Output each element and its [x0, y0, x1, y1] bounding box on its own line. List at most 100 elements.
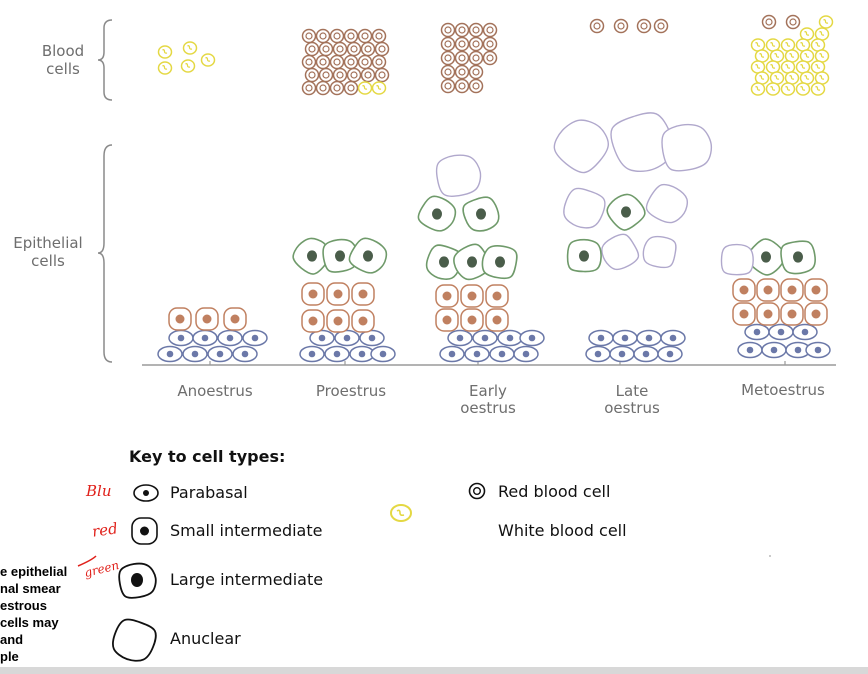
metoestrus-parabasal-cell-nucleus: [794, 346, 802, 354]
early-oestrus-red-blood-cell-inner: [444, 26, 452, 34]
late-oestrus-parabasal-cell-nucleus: [642, 350, 650, 358]
early-oestrus-small-intermediate-cell-nucleus: [492, 291, 502, 301]
proestrus-red-blood-cell-inner: [319, 84, 327, 92]
early-oestrus-red-blood-cell: [440, 78, 456, 94]
proestrus-red-blood-cell: [346, 67, 362, 83]
metoestrus-small-intermediate-cell-nucleus: [811, 309, 821, 319]
early-oestrus-parabasal-cell-nucleus: [481, 334, 489, 342]
handwriting-parabasal: Blu: [86, 482, 112, 500]
proestrus-red-blood-cell-inner: [350, 45, 358, 53]
proestrus-red-blood-cell-inner: [319, 58, 327, 66]
anoestrus-white-blood-cell-lobes: [205, 57, 211, 62]
early-oestrus-red-blood-cell-inner: [486, 40, 494, 48]
metoestrus-white-blood-cell-lobes: [785, 42, 791, 47]
early-oestrus-red-blood-cell: [482, 22, 498, 38]
anoestrus-parabasal-cell-nucleus: [241, 350, 249, 358]
early-oestrus-red-blood-cell-inner: [458, 54, 466, 62]
anoestrus-parabasal-cell-nucleus: [251, 334, 259, 342]
proestrus-red-blood-cell-inner: [305, 32, 313, 40]
metoestrus-white-blood-cell-lobes: [785, 64, 791, 69]
anoestrus-parabasal-cell-nucleus: [226, 334, 234, 342]
anoestrus-parabasal-cell-nucleus: [201, 334, 209, 342]
metoestrus-white-blood-cell-lobes: [770, 64, 776, 69]
metoestrus-small-intermediate-cell-nucleus: [763, 309, 773, 319]
early-oestrus-parabasal-cell-nucleus: [522, 350, 530, 358]
metoestrus-parabasal-cell-nucleus: [801, 328, 809, 336]
proestrus-parabasal-cell-nucleus: [343, 334, 351, 342]
early-oestrus-red-blood-cell-inner: [458, 82, 466, 90]
proestrus-red-blood-cell: [360, 67, 376, 83]
metoestrus-white-blood-cell-lobes: [819, 53, 825, 58]
proestrus-large-intermediate-cell-nucleus: [335, 250, 345, 262]
metoestrus-white-blood-cell-lobes: [815, 42, 821, 47]
late-oestrus-red-blood-cell-inner: [640, 22, 648, 30]
late-oestrus-parabasal-cell-nucleus: [594, 350, 602, 358]
proestrus-large-intermediate-cell-nucleus: [363, 250, 373, 262]
side-text-line-5: and: [0, 632, 24, 647]
metoestrus-white-blood-cell-lobes: [819, 31, 825, 36]
proestrus-red-blood-cell-inner: [336, 71, 344, 79]
metoestrus-parabasal-cell-nucleus: [770, 346, 778, 354]
early-oestrus-red-blood-cell: [454, 22, 470, 38]
proestrus-large-intermediate-cell-nucleus: [307, 250, 317, 262]
anoestrus-parabasal-cell-nucleus: [166, 350, 174, 358]
metoestrus-red-blood-cell-inner: [765, 18, 773, 26]
metoestrus-parabasal-cell-nucleus: [746, 346, 754, 354]
early-oestrus-large-intermediate-cell-nucleus: [476, 208, 486, 220]
proestrus-red-blood-cell: [357, 54, 373, 70]
metoestrus-white-blood-cell-lobes: [785, 86, 791, 91]
side-text-line-3: estrous: [0, 598, 47, 613]
anoestrus-parabasal-cell-nucleus: [216, 350, 224, 358]
proestrus-red-blood-cell: [315, 54, 331, 70]
proestrus-parabasal-cell-nucleus: [318, 334, 326, 342]
early-oestrus-small-intermediate-cell-nucleus: [467, 315, 477, 325]
metoestrus-white-blood-cell-lobes: [759, 53, 765, 58]
metoestrus-white-blood-cell-lobes: [815, 86, 821, 91]
metoestrus-white-blood-cell-lobes: [774, 53, 780, 58]
metoestrus-white-blood-cell-lobes: [804, 31, 810, 36]
proestrus-small-intermediate-cell-nucleus: [333, 316, 343, 326]
anoestrus-parabasal-cell-nucleus: [191, 350, 199, 358]
early-oestrus-red-blood-cell-inner: [458, 26, 466, 34]
early-oestrus-parabasal-cell-nucleus: [456, 334, 464, 342]
proestrus-red-blood-cell-inner: [336, 45, 344, 53]
proestrus-parabasal-cell-nucleus: [368, 334, 376, 342]
late-oestrus-red-blood-cell: [636, 18, 652, 34]
metoestrus-red-blood-cell: [761, 14, 777, 30]
early-oestrus-parabasal-cell-nucleus: [448, 350, 456, 358]
side-text-line-4: cells may: [0, 615, 59, 630]
early-oestrus-red-blood-cell: [454, 50, 470, 66]
early-oestrus-small-intermediate-cell-nucleus: [492, 315, 502, 325]
metoestrus-white-blood-cell-lobes: [789, 75, 795, 80]
proestrus-red-blood-cell-inner: [308, 45, 316, 53]
proestrus-red-blood-cell: [329, 28, 345, 44]
early-oestrus-red-blood-cell: [468, 64, 484, 80]
proestrus-red-blood-cell-inner: [322, 71, 330, 79]
metoestrus-white-blood-cell-lobes: [755, 86, 761, 91]
early-oestrus-small-intermediate-cell-nucleus: [442, 291, 452, 301]
side-text-line-1: e epithelial: [0, 564, 68, 579]
proestrus-parabasal-cell-nucleus: [358, 350, 366, 358]
early-oestrus-red-blood-cell: [454, 36, 470, 52]
stage-label-anoestrus: Anoestrus: [177, 382, 253, 400]
early-oestrus-large-intermediate-cell-nucleus: [495, 256, 505, 268]
metoestrus-white-blood-cell-lobes: [774, 75, 780, 80]
key-red-blood-cell-icon: [468, 482, 486, 500]
proestrus-red-blood-cell: [360, 41, 376, 57]
late-oestrus-red-blood-cell-inner: [617, 22, 625, 30]
proestrus-small-intermediate-cell-nucleus: [358, 316, 368, 326]
proestrus-red-blood-cell: [343, 80, 359, 96]
proestrus-white-blood-cell-lobes: [362, 85, 368, 90]
white-blood-cell-icon-lobes: [396, 509, 405, 517]
metoestrus-white-blood-cell-lobes: [789, 53, 795, 58]
late-oestrus-parabasal-cell-nucleus: [597, 334, 605, 342]
metoestrus-parabasal-cell-nucleus: [777, 328, 785, 336]
key-label-large-intermediate: Large intermediate: [170, 570, 324, 589]
stage-label-late-oestrus: Late oestrus: [604, 382, 660, 417]
proestrus-red-blood-cell: [343, 54, 359, 70]
proestrus-small-intermediate-cell-nucleus: [308, 316, 318, 326]
proestrus-red-blood-cell: [301, 54, 317, 70]
early-oestrus-red-blood-cell: [440, 64, 456, 80]
metoestrus-white-blood-cell-lobes: [800, 42, 806, 47]
